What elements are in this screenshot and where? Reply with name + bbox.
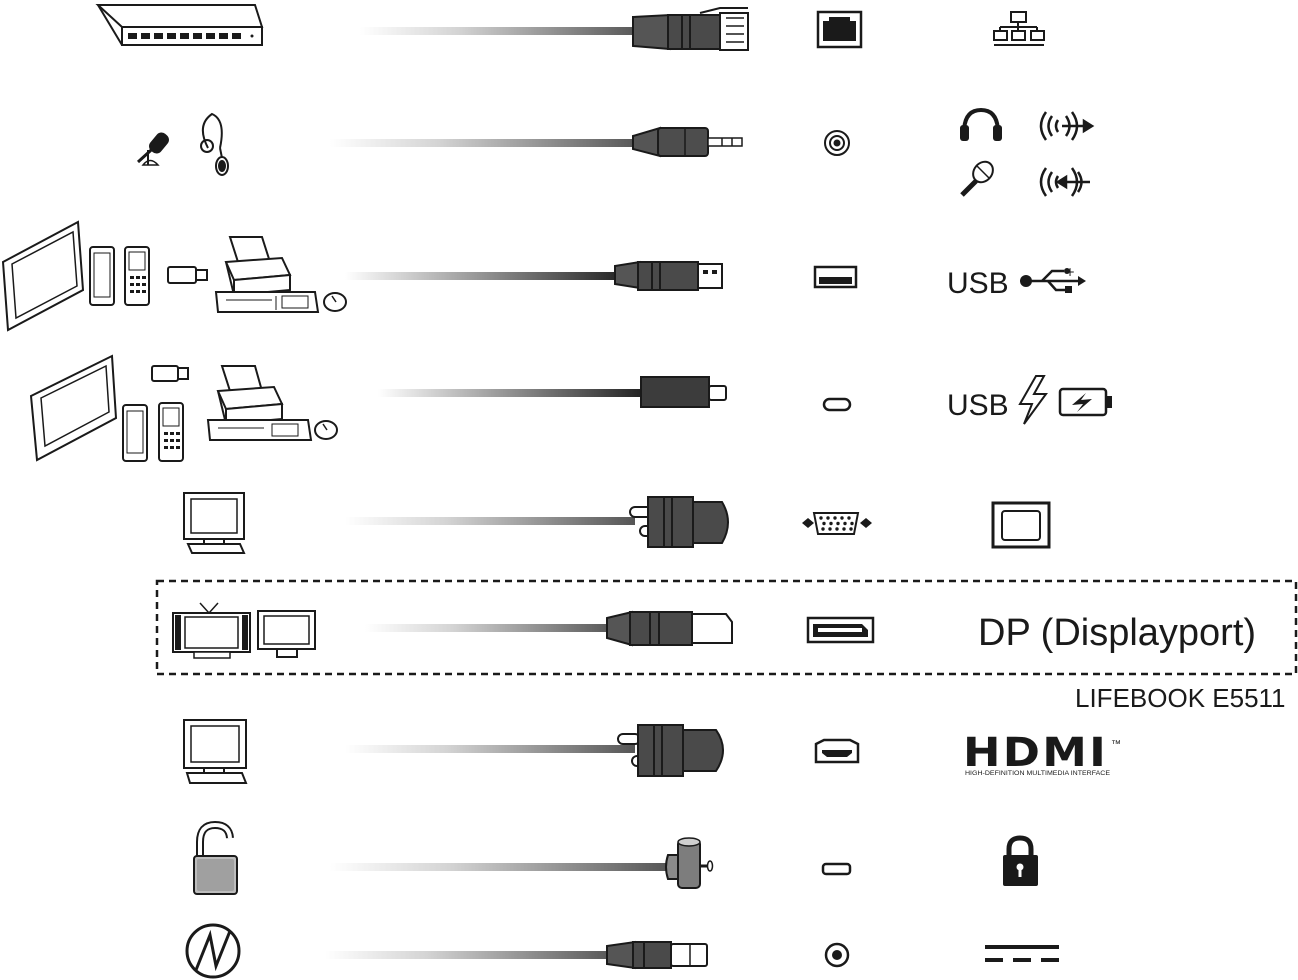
dc-cable bbox=[325, 940, 708, 970]
audio-cable bbox=[330, 126, 743, 158]
network-switch-device bbox=[95, 4, 264, 46]
battery-charge-icon bbox=[1058, 387, 1112, 417]
usb-c-label: USB bbox=[947, 389, 1009, 422]
mobile-phone-device bbox=[124, 246, 150, 306]
hdmi-port-icon bbox=[814, 738, 860, 764]
mouse-device bbox=[323, 292, 347, 312]
tablet-device-2 bbox=[29, 354, 118, 462]
audio-in-icon bbox=[1039, 167, 1090, 197]
lock-icon bbox=[1003, 835, 1038, 886]
displayport-port-icon bbox=[806, 616, 875, 644]
tablet-device bbox=[1, 220, 85, 332]
usb-a-port-icon bbox=[813, 265, 858, 289]
hdmi-trademark: ™ bbox=[1111, 739, 1121, 750]
thunderbolt-icon bbox=[1018, 375, 1048, 425]
dp-label: DP (Displayport) bbox=[978, 612, 1256, 654]
power-symbol-device bbox=[185, 923, 241, 979]
printer-device bbox=[224, 236, 292, 297]
dp-highlight-box bbox=[155, 579, 1298, 676]
network-icon bbox=[993, 11, 1045, 46]
mouse-device-2 bbox=[314, 420, 338, 440]
monitor-icon bbox=[991, 501, 1051, 549]
dc-current-icon bbox=[985, 945, 1059, 962]
usb-c-port-icon bbox=[822, 397, 852, 412]
svg-text:+: + bbox=[1065, 265, 1075, 279]
monitor-device-3 bbox=[183, 719, 248, 784]
hdmi-subtitle: HIGH-DEFINITION MULTIMEDIA INTERFACE bbox=[965, 770, 1111, 777]
security-lock-cable bbox=[330, 837, 714, 889]
rj45-port-icon bbox=[816, 10, 863, 49]
vga-cable bbox=[345, 496, 729, 548]
usb-trident-icon: + bbox=[1020, 265, 1086, 293]
printer-device-2 bbox=[216, 365, 284, 426]
dc-in-port-icon bbox=[824, 942, 850, 968]
smartphone-device bbox=[89, 246, 115, 306]
microphone-icon bbox=[960, 160, 994, 197]
usb-stick-device-2 bbox=[151, 365, 189, 382]
smartphone-device-2 bbox=[122, 404, 148, 462]
usb-a-label: USB bbox=[947, 267, 1009, 300]
keyboard-device bbox=[214, 291, 320, 313]
earphone-device bbox=[200, 112, 229, 176]
monitor-device-2 bbox=[257, 610, 316, 658]
padlock-device bbox=[193, 820, 238, 895]
vga-port-icon bbox=[802, 512, 872, 535]
displayport-cable bbox=[365, 610, 733, 647]
model-name: LIFEBOOK E5511 bbox=[1075, 683, 1286, 713]
keyboard-device-2 bbox=[206, 419, 313, 441]
monitor-device bbox=[183, 492, 246, 554]
headphone-icon bbox=[960, 107, 1002, 141]
usb-c-cable bbox=[378, 376, 727, 408]
microphone-device bbox=[136, 132, 169, 166]
mobile-phone-device-2 bbox=[158, 402, 184, 462]
audio-jack-port-icon bbox=[824, 130, 850, 156]
security-slot-icon bbox=[821, 862, 852, 876]
hdmi-logo-text: HDMI bbox=[963, 730, 1108, 776]
usb-a-cable bbox=[345, 260, 723, 291]
usb-stick-device bbox=[167, 266, 208, 284]
tv-device bbox=[172, 602, 251, 659]
rj45-cable bbox=[360, 7, 749, 51]
hdmi-cable bbox=[345, 724, 724, 777]
audio-out-icon bbox=[1039, 111, 1095, 141]
hdmi-logo: HDMI ™ HIGH-DEFINITION MULTIMEDIA INTERF… bbox=[963, 730, 1121, 777]
